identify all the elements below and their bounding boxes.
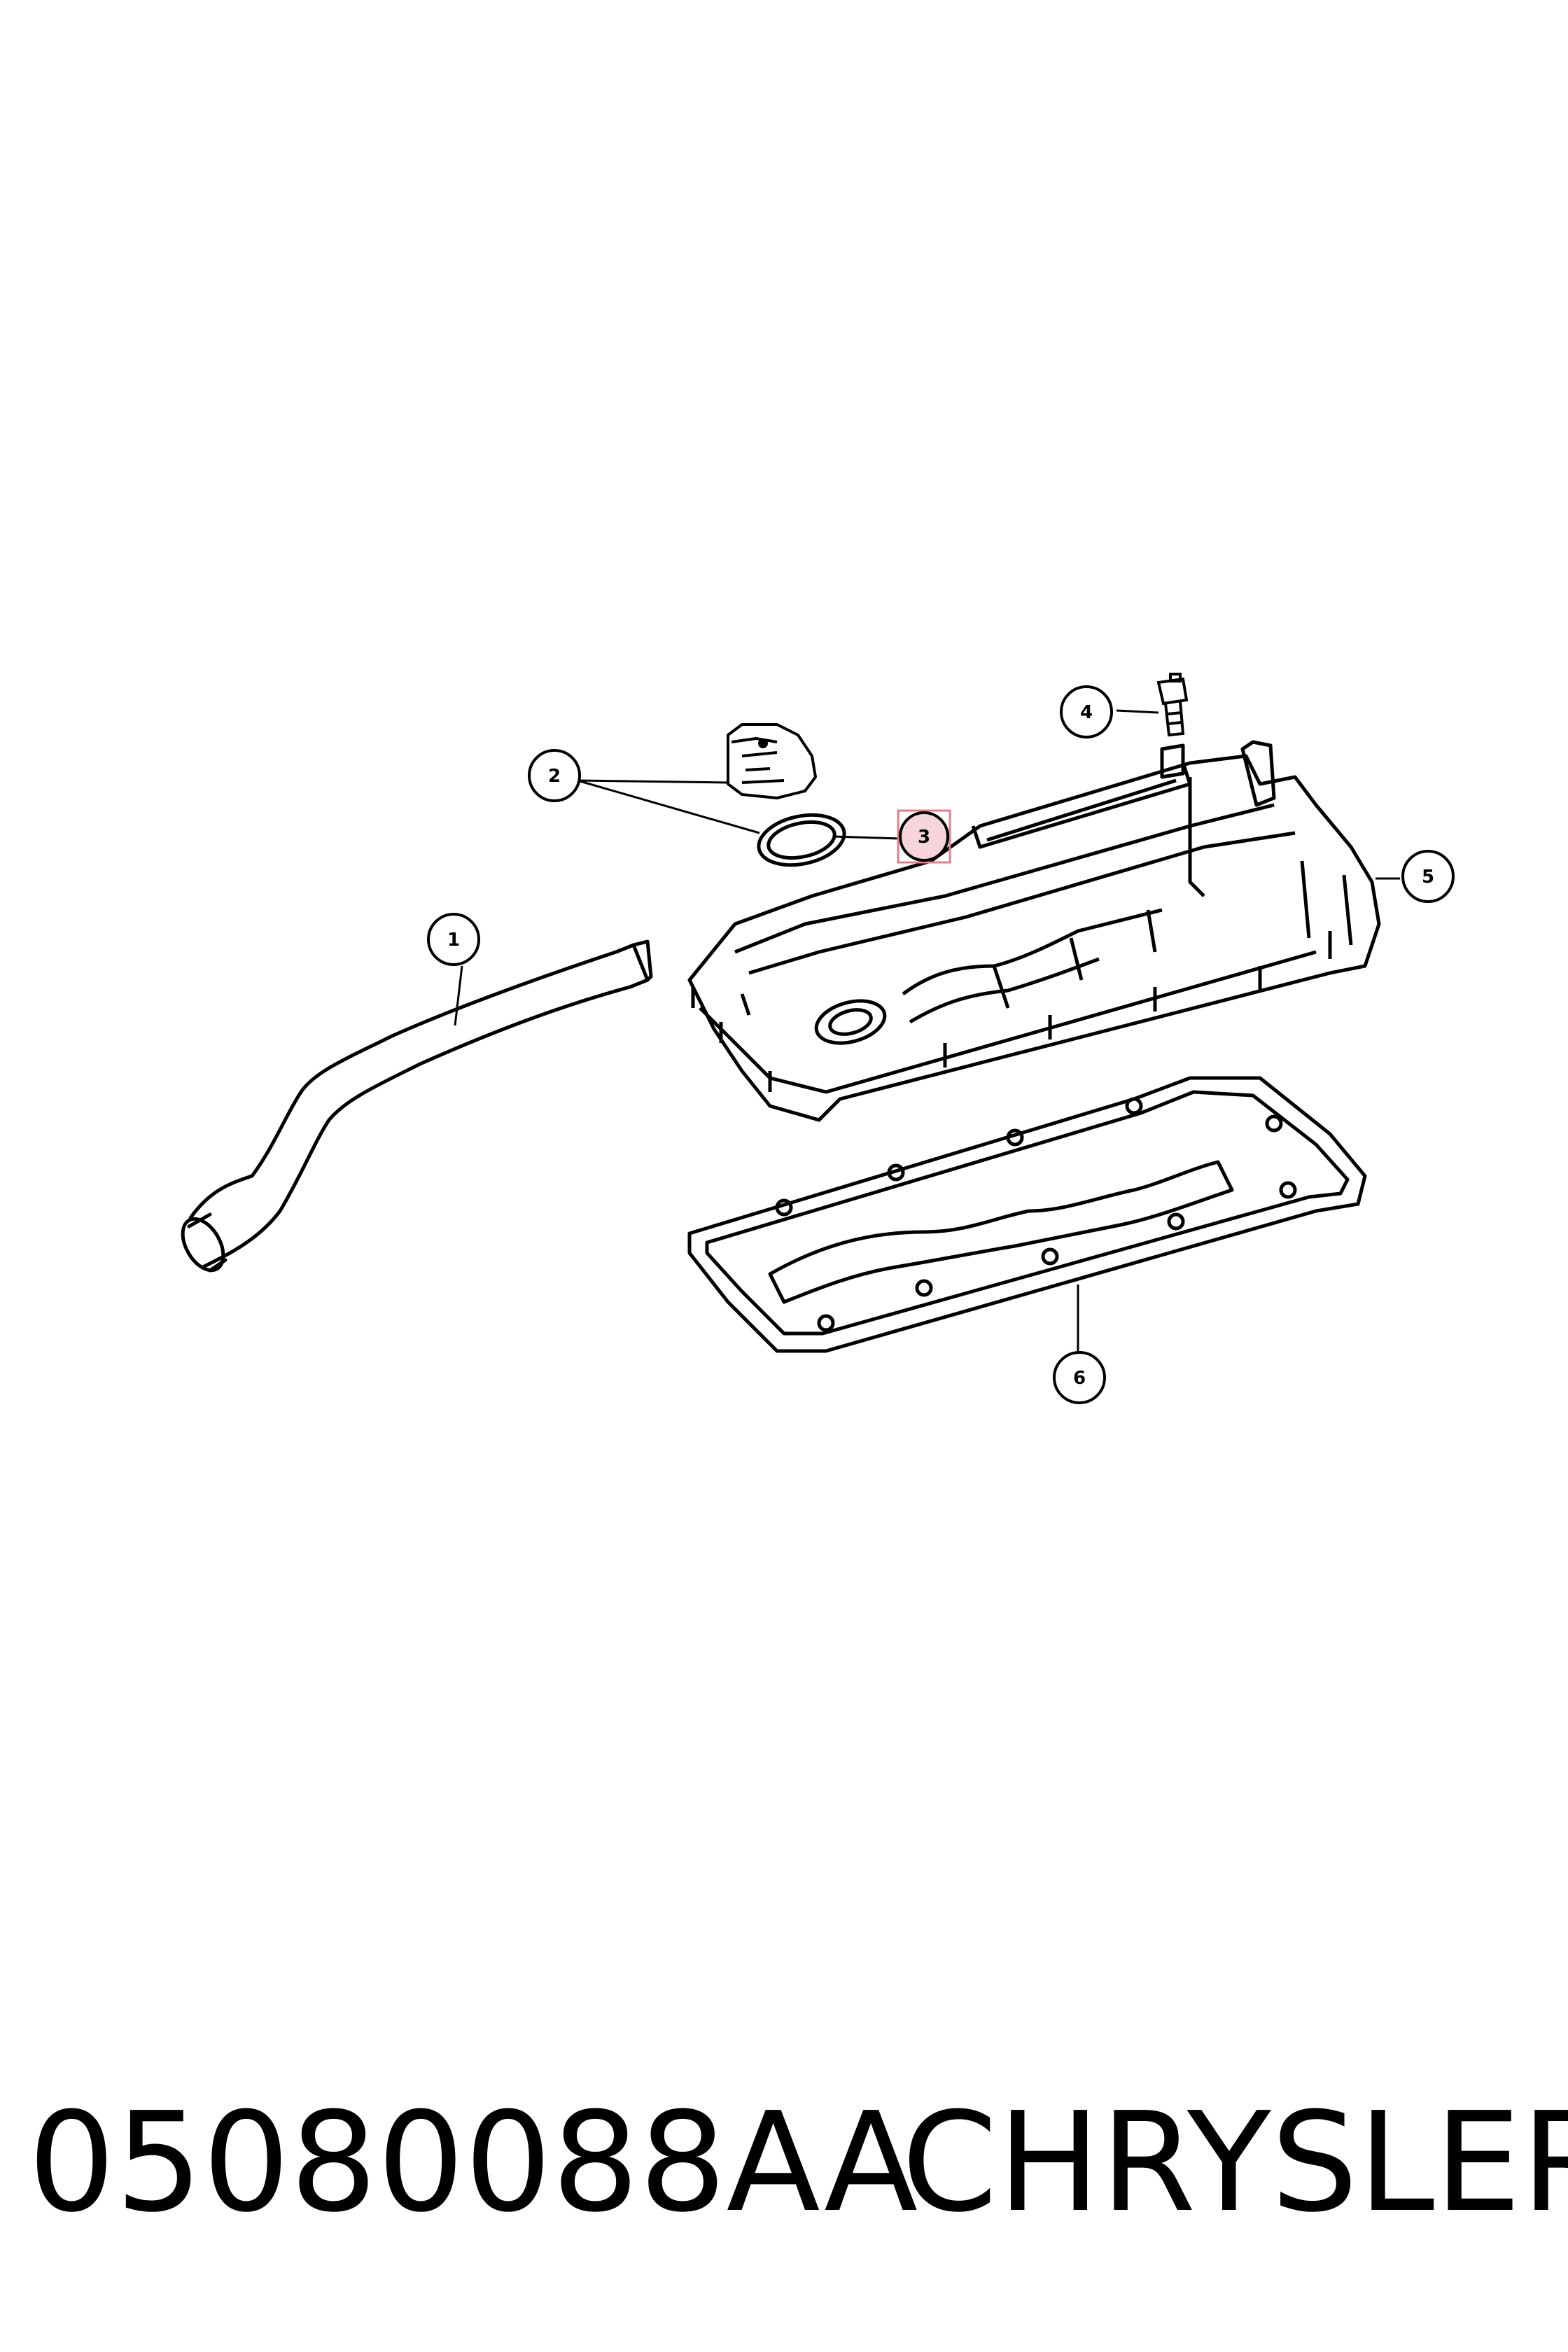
callout-2[interactable]: 2	[528, 749, 581, 802]
callout-3-circle	[899, 811, 949, 862]
callout-3-highlight-box	[897, 809, 951, 864]
part-number: 05080088AA	[28, 2083, 918, 2243]
cover-gasket	[687, 1076, 1367, 1353]
callout-1[interactable]: 1	[427, 913, 480, 966]
callout-1-circle	[427, 913, 480, 966]
callout-5-circle	[1401, 850, 1455, 903]
callout-3-label: 3	[918, 827, 930, 848]
callout-4-label: 4	[1080, 702, 1093, 723]
callout-4-circle	[1060, 685, 1113, 738]
cylinder-head-cover	[687, 740, 1381, 1122]
footer-caption: 05080088AA CHRYSLER	[0, 2072, 1568, 2254]
brand-name: CHRYSLER	[902, 2083, 1568, 2243]
callout-5[interactable]: 5	[1401, 850, 1455, 903]
callout-1-label: 1	[447, 930, 460, 951]
parts-diagram: 1 2 3 4 5 6	[181, 673, 1455, 1404]
filler-cap-seal	[757, 813, 846, 867]
cover-bolt	[1156, 673, 1189, 737]
callout-2-circle	[528, 749, 581, 802]
oil-filler-cap	[727, 723, 817, 799]
breather-hose	[181, 939, 653, 1273]
callout-2-label: 2	[548, 766, 561, 787]
callout-3[interactable]: 3	[897, 809, 951, 864]
callout-6[interactable]: 6	[1053, 1351, 1106, 1404]
callout-6-circle	[1053, 1351, 1106, 1404]
callout-6-label: 6	[1073, 1368, 1086, 1389]
callout-4[interactable]: 4	[1060, 685, 1113, 738]
leader-lines	[454, 709, 1400, 1362]
callout-5-label: 5	[1422, 867, 1434, 888]
